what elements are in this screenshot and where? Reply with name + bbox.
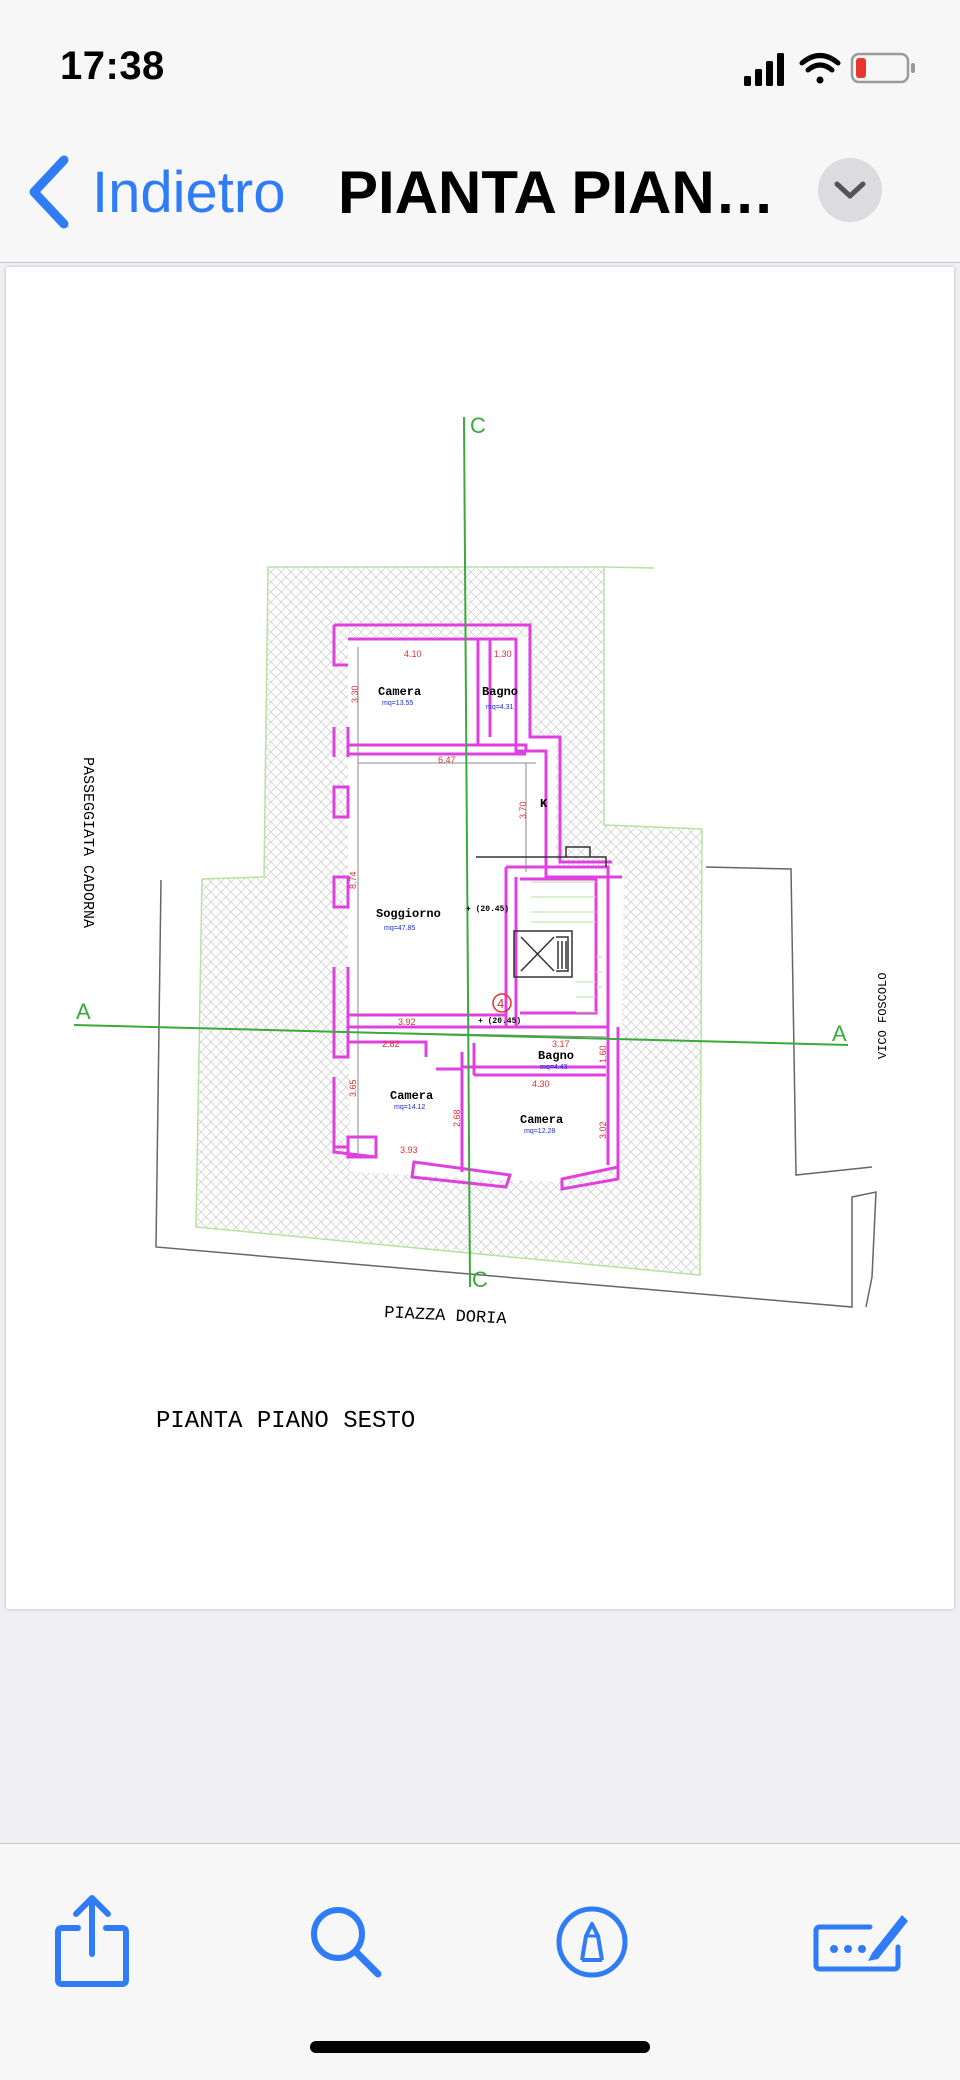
room-area: mq=12.28 (524, 1128, 555, 1135)
search-icon (311, 1907, 382, 1978)
floor-number-marker: 4 (492, 993, 512, 1013)
section-mark-right: A (832, 1021, 847, 1046)
document-title[interactable]: PIANTA PIAN… (338, 159, 775, 226)
dimension: 3.70 (518, 801, 528, 819)
wifi-icon (799, 53, 841, 84)
dimension: 2.68 (452, 1109, 462, 1127)
search-button[interactable] (296, 1892, 396, 1992)
street-label-bottom: PIAZZA DORIA (384, 1304, 508, 1329)
street-label-left: PASSEGGIATA CADORNA (79, 757, 96, 928)
status-bar: 17:38 (0, 0, 960, 130)
home-indicator (310, 2041, 650, 2053)
dimension: 3.30 (350, 685, 360, 703)
share-button[interactable] (42, 1892, 142, 1992)
room-area: mq=47.85 (384, 925, 415, 932)
battery-low-icon (850, 52, 915, 84)
dimension: 3.17 (552, 1039, 570, 1049)
navigation-bar: Indietro PIANTA PIAN… (0, 130, 960, 263)
dimension: 4.30 (532, 1079, 550, 1089)
markup-button[interactable] (542, 1892, 642, 1992)
dimension: 3.65 (348, 1079, 358, 1097)
bottom-toolbar (0, 1843, 960, 2080)
room-label: Camera (378, 685, 421, 699)
share-icon (55, 1895, 129, 1987)
section-mark-left: A (76, 999, 91, 1024)
chevron-left-icon (29, 155, 69, 229)
elevator-stair (476, 846, 607, 978)
section-lines (73, 416, 849, 1288)
dimension: 2.82 (382, 1039, 400, 1049)
dimension: 6.47 (438, 755, 456, 765)
status-time: 17:38 (60, 44, 165, 88)
chevron-down-icon (834, 181, 866, 199)
back-label: Indietro (92, 159, 286, 225)
room-label: Bagno (482, 685, 518, 699)
walls (332, 623, 622, 1191)
dimension: 1.30 (494, 649, 512, 659)
status-icons (744, 52, 915, 86)
dimension: 4.10 (404, 649, 422, 659)
floor-plan: C C A A Camera Bagno K Soggiorno Bagno C… (73, 413, 890, 1435)
room-area: mq=13.55 (382, 700, 413, 707)
form-fill-button[interactable] (800, 1892, 920, 1992)
room-label: Camera (520, 1113, 563, 1127)
elevation-mark: + (20.45) (466, 905, 509, 914)
room-label: Bagno (538, 1049, 574, 1063)
room-area: mq=4.43 (540, 1064, 568, 1071)
room-label: Soggiorno (376, 907, 441, 921)
site-outline (155, 879, 877, 1308)
room-area: mq=4.31 (486, 704, 514, 711)
cellular-signal-icon (744, 53, 784, 86)
elevation-mark: + (20.45) (478, 1017, 521, 1026)
dimension: 3.92 (398, 1017, 416, 1027)
markup-pen-icon (556, 1906, 628, 1978)
apartment-floor (346, 637, 624, 1182)
dimension: 1.60 (598, 1045, 608, 1063)
document-page[interactable]: C C A A Camera Bagno K Soggiorno Bagno C… (6, 267, 954, 1609)
signature-icon (813, 1915, 908, 1972)
section-mark-bottom: C (472, 1267, 488, 1292)
street-label-right: VICO FOSCOLO (876, 973, 890, 1059)
document-viewer[interactable]: C C A A Camera Bagno K Soggiorno Bagno C… (0, 263, 960, 1843)
back-button[interactable]: Indietro (26, 152, 285, 232)
title-menu-button[interactable] (818, 158, 882, 222)
room-area: mq=14.12 (394, 1104, 425, 1111)
section-mark-top: C (470, 413, 486, 438)
dimension: 3.93 (400, 1145, 418, 1155)
svg-text:4: 4 (497, 996, 504, 1011)
dimension: 8.74 (348, 871, 358, 889)
room-label: Camera (390, 1089, 433, 1103)
dimension: 3.02 (598, 1121, 608, 1139)
room-label: K (540, 797, 548, 811)
plan-title: PIANTA PIANO SESTO (156, 1408, 415, 1435)
